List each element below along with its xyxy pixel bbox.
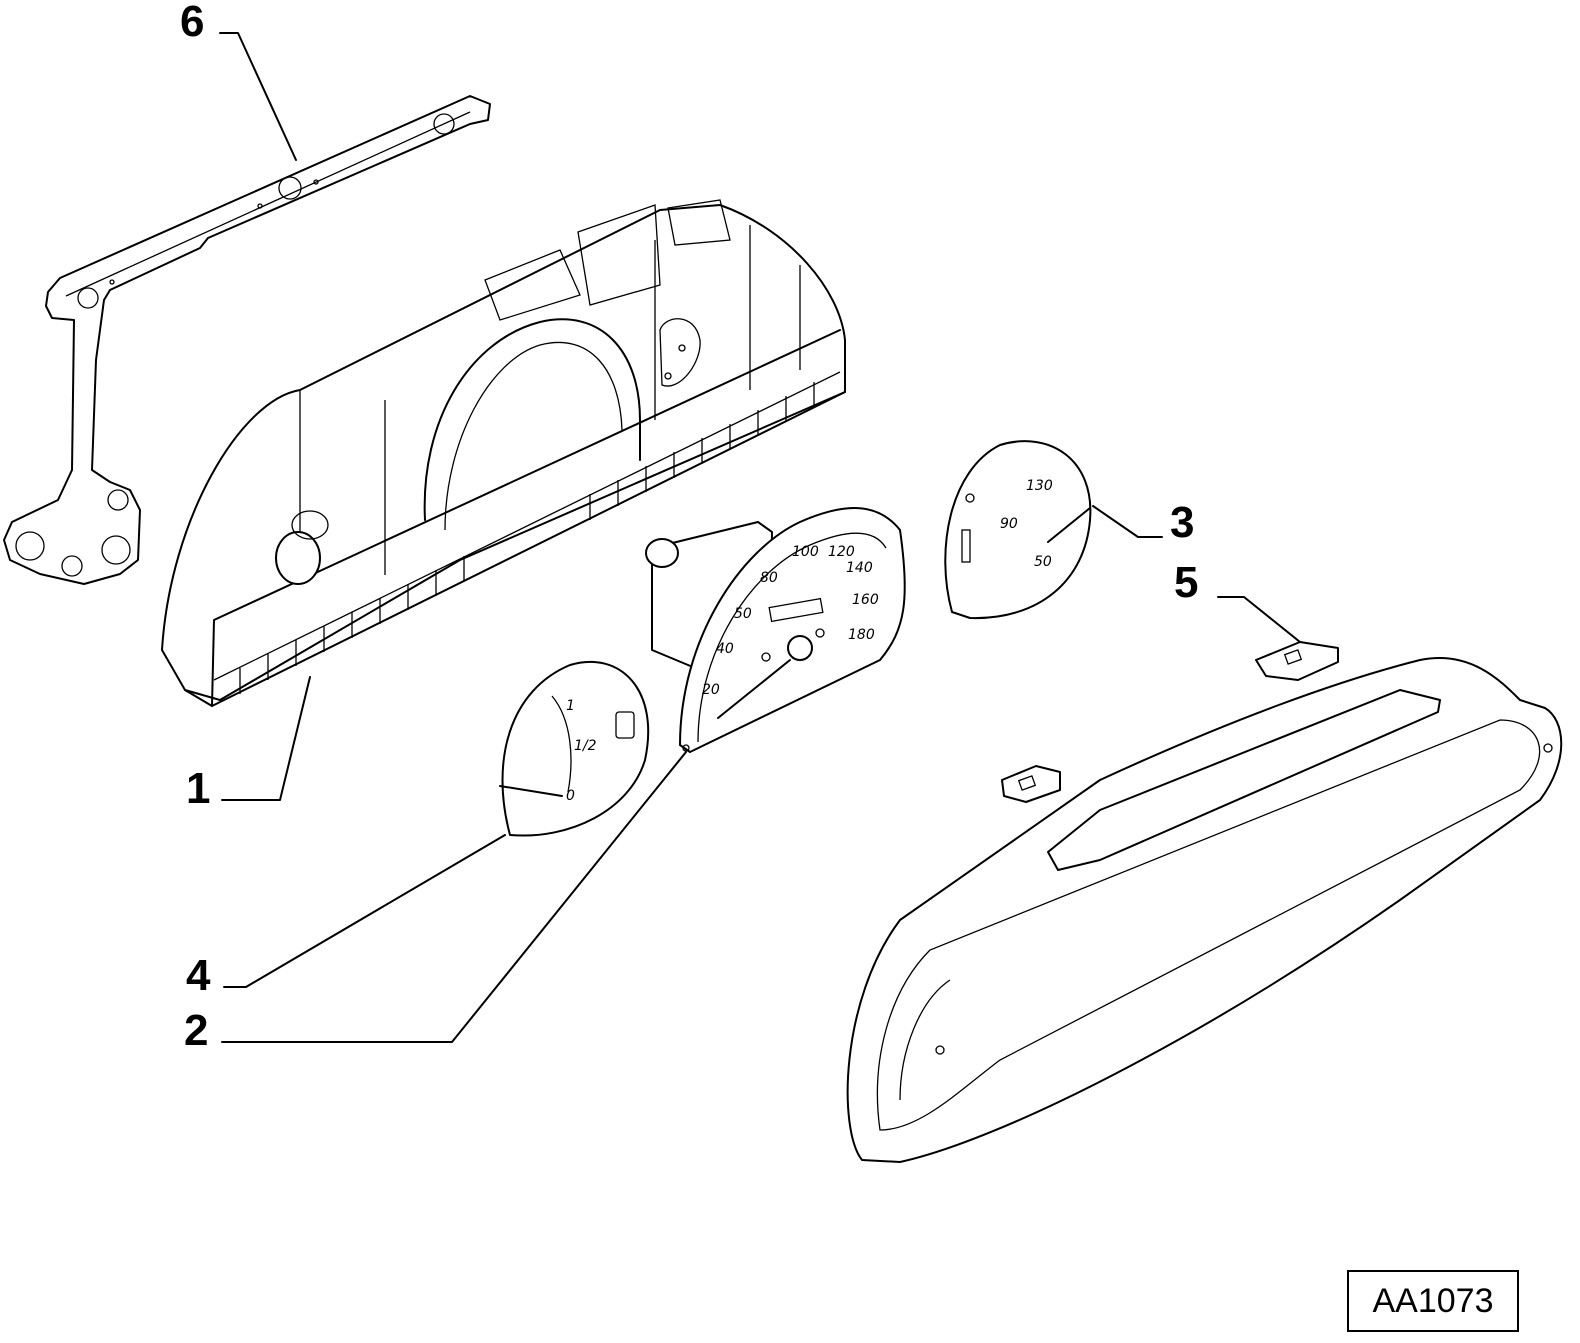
callout-6: 6 — [180, 0, 297, 161]
part-1-cluster-housing — [161, 199, 846, 707]
callout-2: 2 — [184, 751, 687, 1055]
temp-label-90: 90 — [1000, 516, 1018, 532]
callout-number-2: 2 — [184, 1006, 208, 1055]
temp-label-50: 50 — [1034, 554, 1052, 570]
speedometer-scale: 20 40 50 80 100 120 140 160 180 — [702, 544, 879, 698]
callout-5: 5 — [1174, 558, 1301, 643]
part-6-circuit-strip — [3, 95, 491, 585]
callout-number-3: 3 — [1170, 498, 1194, 547]
speed-label-80: 80 — [760, 570, 778, 586]
temp-scale: 50 90 130 — [1000, 478, 1053, 570]
callout-number-1: 1 — [186, 764, 210, 813]
part-3-temperature-gauge: 50 90 130 — [944, 440, 1092, 620]
fuel-label-0: 0 — [566, 788, 575, 804]
reference-code-box: AA1073 — [1347, 1270, 1519, 1332]
part-2-speedometer: 20 40 50 80 100 120 140 160 180 — [645, 507, 906, 753]
callout-number-4: 4 — [186, 951, 211, 1000]
speed-label-160: 160 — [852, 592, 879, 608]
callout-3: 3 — [1092, 498, 1194, 547]
fuel-label-1: 1 — [566, 698, 575, 714]
callout-4: 4 — [186, 834, 506, 1000]
callout-1: 1 — [186, 676, 311, 813]
callout-number-6: 6 — [180, 0, 204, 46]
speed-label-180: 180 — [848, 627, 875, 643]
temp-label-130: 130 — [1026, 478, 1053, 494]
part-5-lens-frame — [846, 641, 1563, 1163]
fuel-label-half: 1/2 — [574, 738, 597, 754]
speed-label-20: 20 — [702, 682, 720, 698]
speed-label-100: 100 — [792, 544, 819, 560]
callout-number-5: 5 — [1174, 558, 1198, 607]
fuel-scale: 0 1/2 1 — [566, 698, 597, 804]
reference-code: AA1073 — [1372, 1281, 1494, 1320]
speed-label-140: 140 — [846, 560, 873, 576]
part-4-fuel-gauge: 0 1/2 1 — [499, 660, 650, 837]
speed-label-120: 120 — [828, 544, 855, 560]
speed-label-40: 40 — [716, 641, 734, 657]
speed-label-50: 50 — [734, 606, 752, 622]
